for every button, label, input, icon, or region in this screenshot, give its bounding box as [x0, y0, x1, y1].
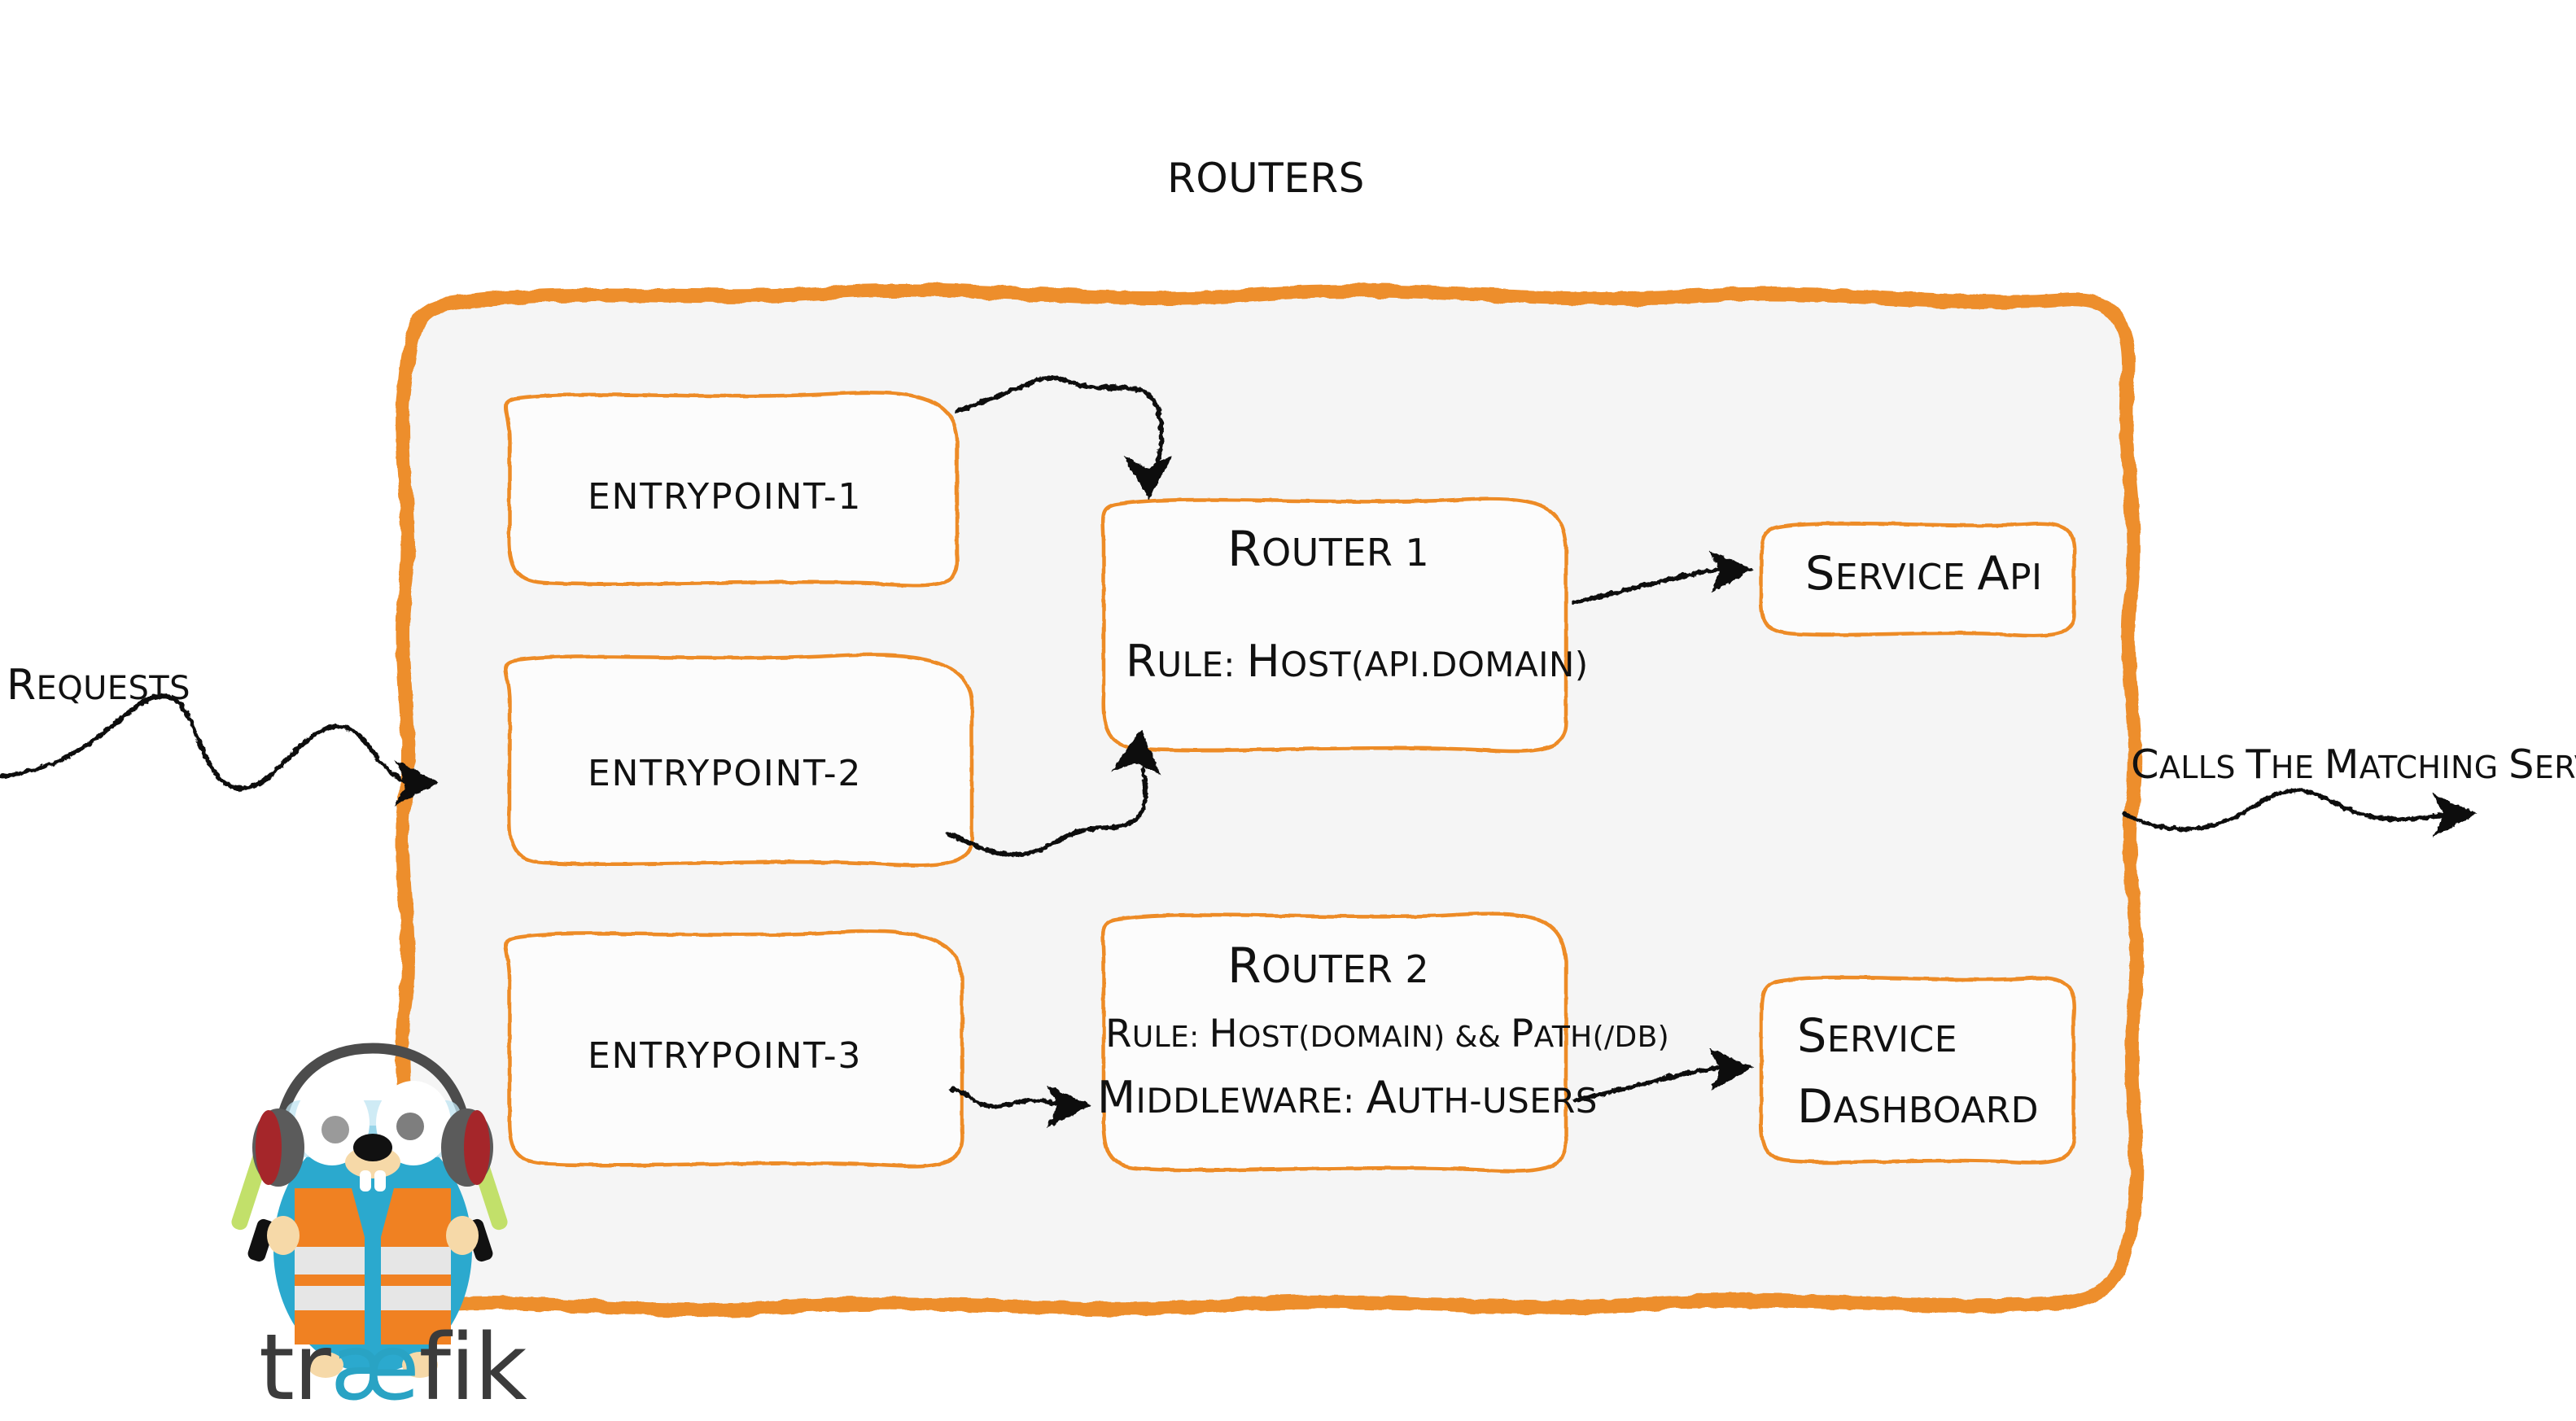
routers-container [395, 282, 2144, 1318]
entrypoint-1-label: Entrypoint-1 [588, 476, 863, 518]
calls-matching-server-label: Calls the matching server [2131, 741, 2576, 788]
router-2-middleware: Middleware: auth-users [1097, 1071, 1598, 1123]
left-wand [231, 1147, 275, 1262]
arrow-router2-to-service-dashboard [1572, 1047, 1754, 1103]
router-1-rule: rule: Host(api.domain) [1126, 635, 1589, 687]
service-dashboard-label-line1: Service [1797, 1009, 1957, 1063]
arrow-container-to-matching-server [2122, 788, 2478, 837]
entrypoint-3-label: Entrypoint-3 [588, 1035, 863, 1077]
right-wand [466, 1147, 508, 1262]
service-api-label: Service API [1805, 547, 2043, 601]
router-2-title: Router 2 [1227, 938, 1430, 995]
router-2-rule: rule: Host(domain) && Path(/db) [1105, 1012, 1670, 1056]
router-1-title: Router 1 [1227, 521, 1430, 578]
requests-label: Requests [7, 661, 190, 710]
arrow-entrypoint2-to-router1 [945, 728, 1161, 857]
page-title: Routers [0, 155, 2576, 202]
arrow-entrypoint3-to-router2 [950, 1083, 1091, 1129]
service-dashboard-label-line2: Dashboard [1797, 1080, 2039, 1134]
service-dashboard-box[interactable] [1759, 975, 2076, 1165]
wordmark-suffix: fik [418, 1315, 527, 1421]
entrypoint-2-label: Entrypoint-2 [588, 753, 863, 794]
arrow-router1-to-service-api [1572, 549, 1754, 605]
wordmark-prefix: tr [259, 1315, 331, 1421]
wordmark-ligature: æ [330, 1315, 420, 1421]
routers-title-text: Routers [1167, 155, 1365, 202]
arrow-entrypoint1-to-router1 [954, 375, 1173, 501]
traefik-wordmark: træfik [259, 1323, 527, 1414]
arrow-requests-to-container [0, 693, 440, 807]
